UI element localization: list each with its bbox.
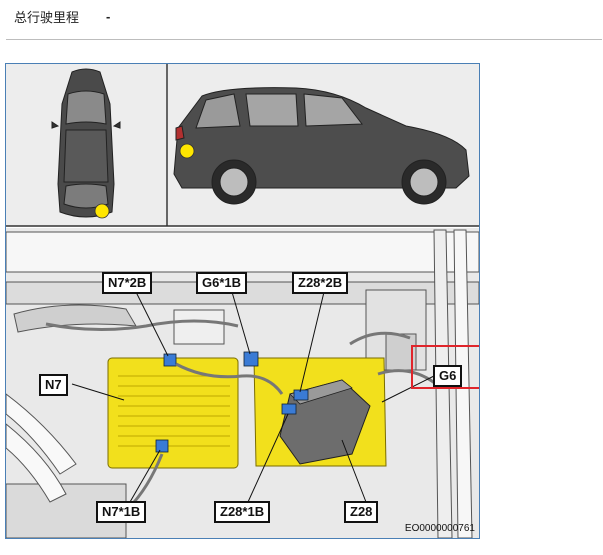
callout-n7-1b: N7*1B <box>96 501 147 523</box>
leader-lines <box>71 291 435 503</box>
mileage-label: 总行驶里程 <box>14 10 80 26</box>
g6-highlight-box <box>411 345 479 389</box>
z28-module <box>253 357 387 467</box>
n7-2b-connector <box>163 353 177 367</box>
g6-1b-connector <box>243 351 259 367</box>
callout-z28-1b: Z28*1B <box>214 501 271 523</box>
reference-code: EO0000000761 <box>404 523 475 534</box>
callout-g6-1b: G6*1B <box>196 272 248 294</box>
car-top-view <box>51 68 121 218</box>
mileage-value: - <box>106 8 111 24</box>
marker-side-view <box>179 143 195 159</box>
component-location-figure: N7*2B G6*1B Z28*2B N7 G6 N7*1B Z28*1B Z2… <box>5 63 480 539</box>
figure-artwork <box>6 64 479 538</box>
z28-1b-connector <box>281 403 297 415</box>
car-side-view <box>173 87 470 205</box>
z28-2b-connector <box>293 389 309 401</box>
callout-n7-2b: N7*2B <box>102 272 153 294</box>
callout-n7: N7 <box>39 374 68 396</box>
callout-z28-2b: Z28*2B <box>292 272 349 294</box>
n7-module <box>107 357 239 469</box>
header-divider <box>6 39 602 40</box>
body-structure <box>6 229 479 538</box>
n7-1b-connector <box>155 439 169 453</box>
callout-z28: Z28 <box>344 501 379 523</box>
header-row: 总行驶里程 <box>14 6 79 26</box>
marker-top-view <box>94 203 110 219</box>
callout-g6: G6 <box>433 365 463 387</box>
